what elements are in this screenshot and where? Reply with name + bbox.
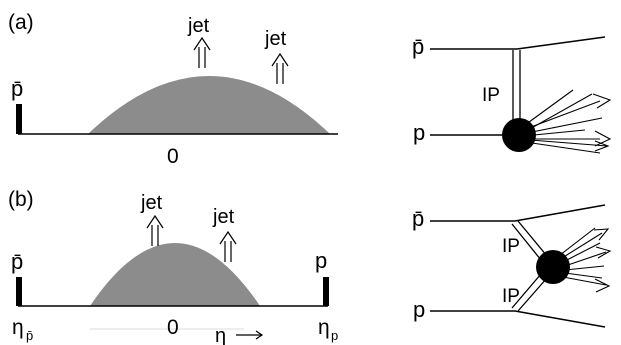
eta-pbar-symbol: η [12,316,24,339]
p-bar-b [323,277,329,306]
diagram-b-pomeron2-line-2 [517,277,548,312]
panel-b-label: (b) [8,188,34,211]
panel-b: (b) p̄ p 0 jet jet η p̄ η p η [8,188,338,345]
diagram-b-pomeron1-label: IP [502,236,520,257]
eta-p-symbol: η [318,316,330,339]
diagram-b-pomeron1-line-1 [511,223,542,261]
diagram-b-pomeron1-line-2 [517,220,548,257]
diagram-a-spray [524,89,612,154]
diagram-b-pomeron2-line-1 [511,273,542,309]
diagram-b-pbar-out-line [514,204,606,222]
eta-pbar-subscript: p̄ [26,328,33,343]
pbar-label-a: p̄ [11,76,23,101]
jet-label-b1: jet [140,192,163,214]
pbar-bar-b [16,277,22,306]
eta-p-subscript: p [331,328,338,343]
diagram-b-vertex-blob [536,250,570,284]
diagram-b-p-out-line [514,310,606,328]
diagram-a-pbar-label: p̄ [412,34,424,59]
rapidity-hump-b [90,243,260,306]
jet-label-b2: jet [212,206,235,228]
rapidity-hump-a [88,76,330,134]
jet-label-a1: jet [187,15,210,37]
pbar-bar-a [16,104,22,134]
p-label-b: p [315,248,327,273]
jet-arrow-icon-b1 [146,215,164,247]
diagram-b-p-label: p [413,297,425,322]
diagram-b-pomeron2-label: IP [502,286,520,307]
pbar-label-b: p̄ [11,249,23,274]
jet-arrow-icon-a2 [271,53,289,85]
diagram-a-vertex-blob [502,118,536,152]
jet-arrow-icon-b2 [219,231,237,263]
jet-label-a2: jet [264,28,287,50]
panel-a-label: (a) [8,11,34,34]
panel-a: (a) p̄ 0 jet jet [8,11,338,168]
diagram-b-spray [559,227,612,293]
zero-label-b: 0 [167,316,179,339]
eta-direction-symbol: η [215,325,226,345]
jet-arrow-icon-a1 [193,37,211,69]
diagram-b-pbar-label: p̄ [412,206,424,231]
zero-label-a: 0 [167,145,179,168]
diagram-a-pomeron-label: IP [482,85,500,106]
feynman-diagram-a: p̄ p IP [412,34,612,154]
eta-direction-arrow-icon [236,330,264,340]
diagram-a-pbar-out-line [516,36,606,50]
diagram-a-p-label: p [413,120,425,145]
feynman-diagram-b: p̄ p IP IP [412,204,612,328]
